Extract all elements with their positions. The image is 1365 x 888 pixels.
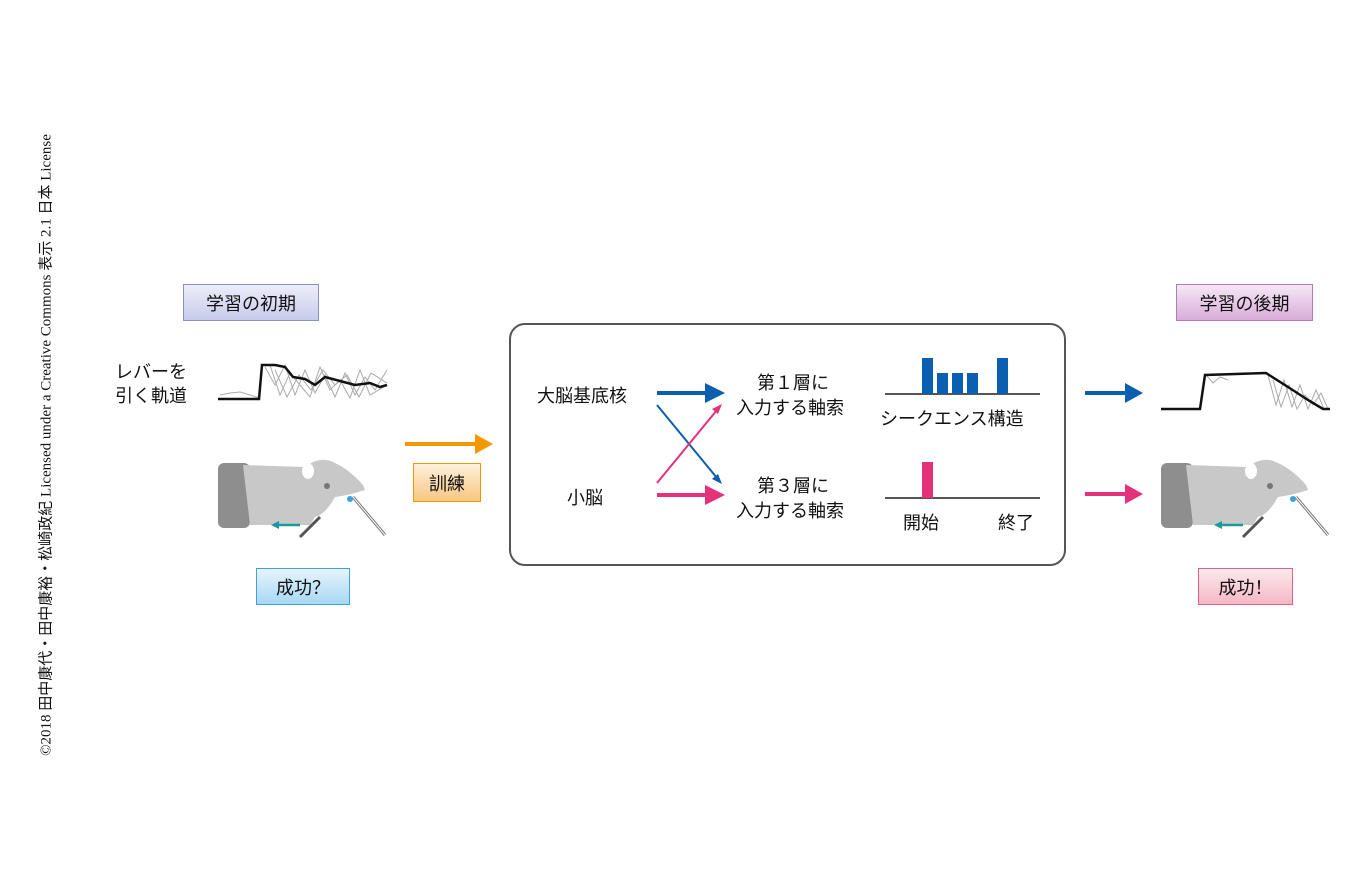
early-lever-trace — [218, 363, 388, 401]
end-label: 終了 — [998, 513, 1034, 534]
sequence-bar — [952, 373, 963, 394]
late-lever-trace — [1161, 371, 1330, 411]
late-result-label: 成功！ — [1198, 568, 1293, 605]
mechanism-panel — [509, 323, 1066, 566]
late-mouse-illustration — [1161, 459, 1330, 539]
trace-label-line2: 引く軌道 — [115, 386, 187, 407]
layer3-label-line2: 入力する軸索 — [736, 501, 844, 522]
pull-arrow-icon — [271, 521, 279, 529]
output-arrows — [1085, 383, 1143, 504]
training-label: 訓練 — [413, 463, 481, 502]
training-arrow — [405, 434, 493, 454]
sequence-bar — [922, 358, 933, 394]
sequence-bar — [967, 373, 978, 394]
early-mouse-illustration — [218, 459, 387, 539]
late-learning-label: 学習の後期 — [1176, 284, 1313, 321]
start-bar — [922, 462, 933, 498]
start-bar-plot — [885, 462, 1040, 499]
layer3-label-line1: 第３層に — [757, 476, 829, 497]
cerebellum-label: 小脳 — [567, 488, 603, 509]
start-label: 開始 — [903, 513, 939, 534]
early-result-label: 成功？ — [256, 568, 350, 605]
sequence-bar — [937, 373, 948, 394]
layer1-label-line2: 入力する軸索 — [736, 398, 844, 419]
sequence-bars — [885, 358, 1040, 395]
pathway-arrows — [656, 383, 725, 505]
pull-arrow-icon — [1214, 521, 1222, 529]
basal-ganglia-label: 大脳基底核 — [537, 386, 627, 407]
early-learning-label: 学習の初期 — [183, 284, 319, 321]
layer1-label-line1: 第１層に — [757, 373, 829, 394]
copyright-credit: ©2018 田中康代・田中康裕・松崎政紀 Licensed under a Cr… — [38, 134, 55, 756]
sequence-label: シークエンス構造 — [880, 409, 1024, 430]
trace-label-line1: レバーを — [115, 362, 187, 383]
sequence-bar — [997, 358, 1008, 394]
